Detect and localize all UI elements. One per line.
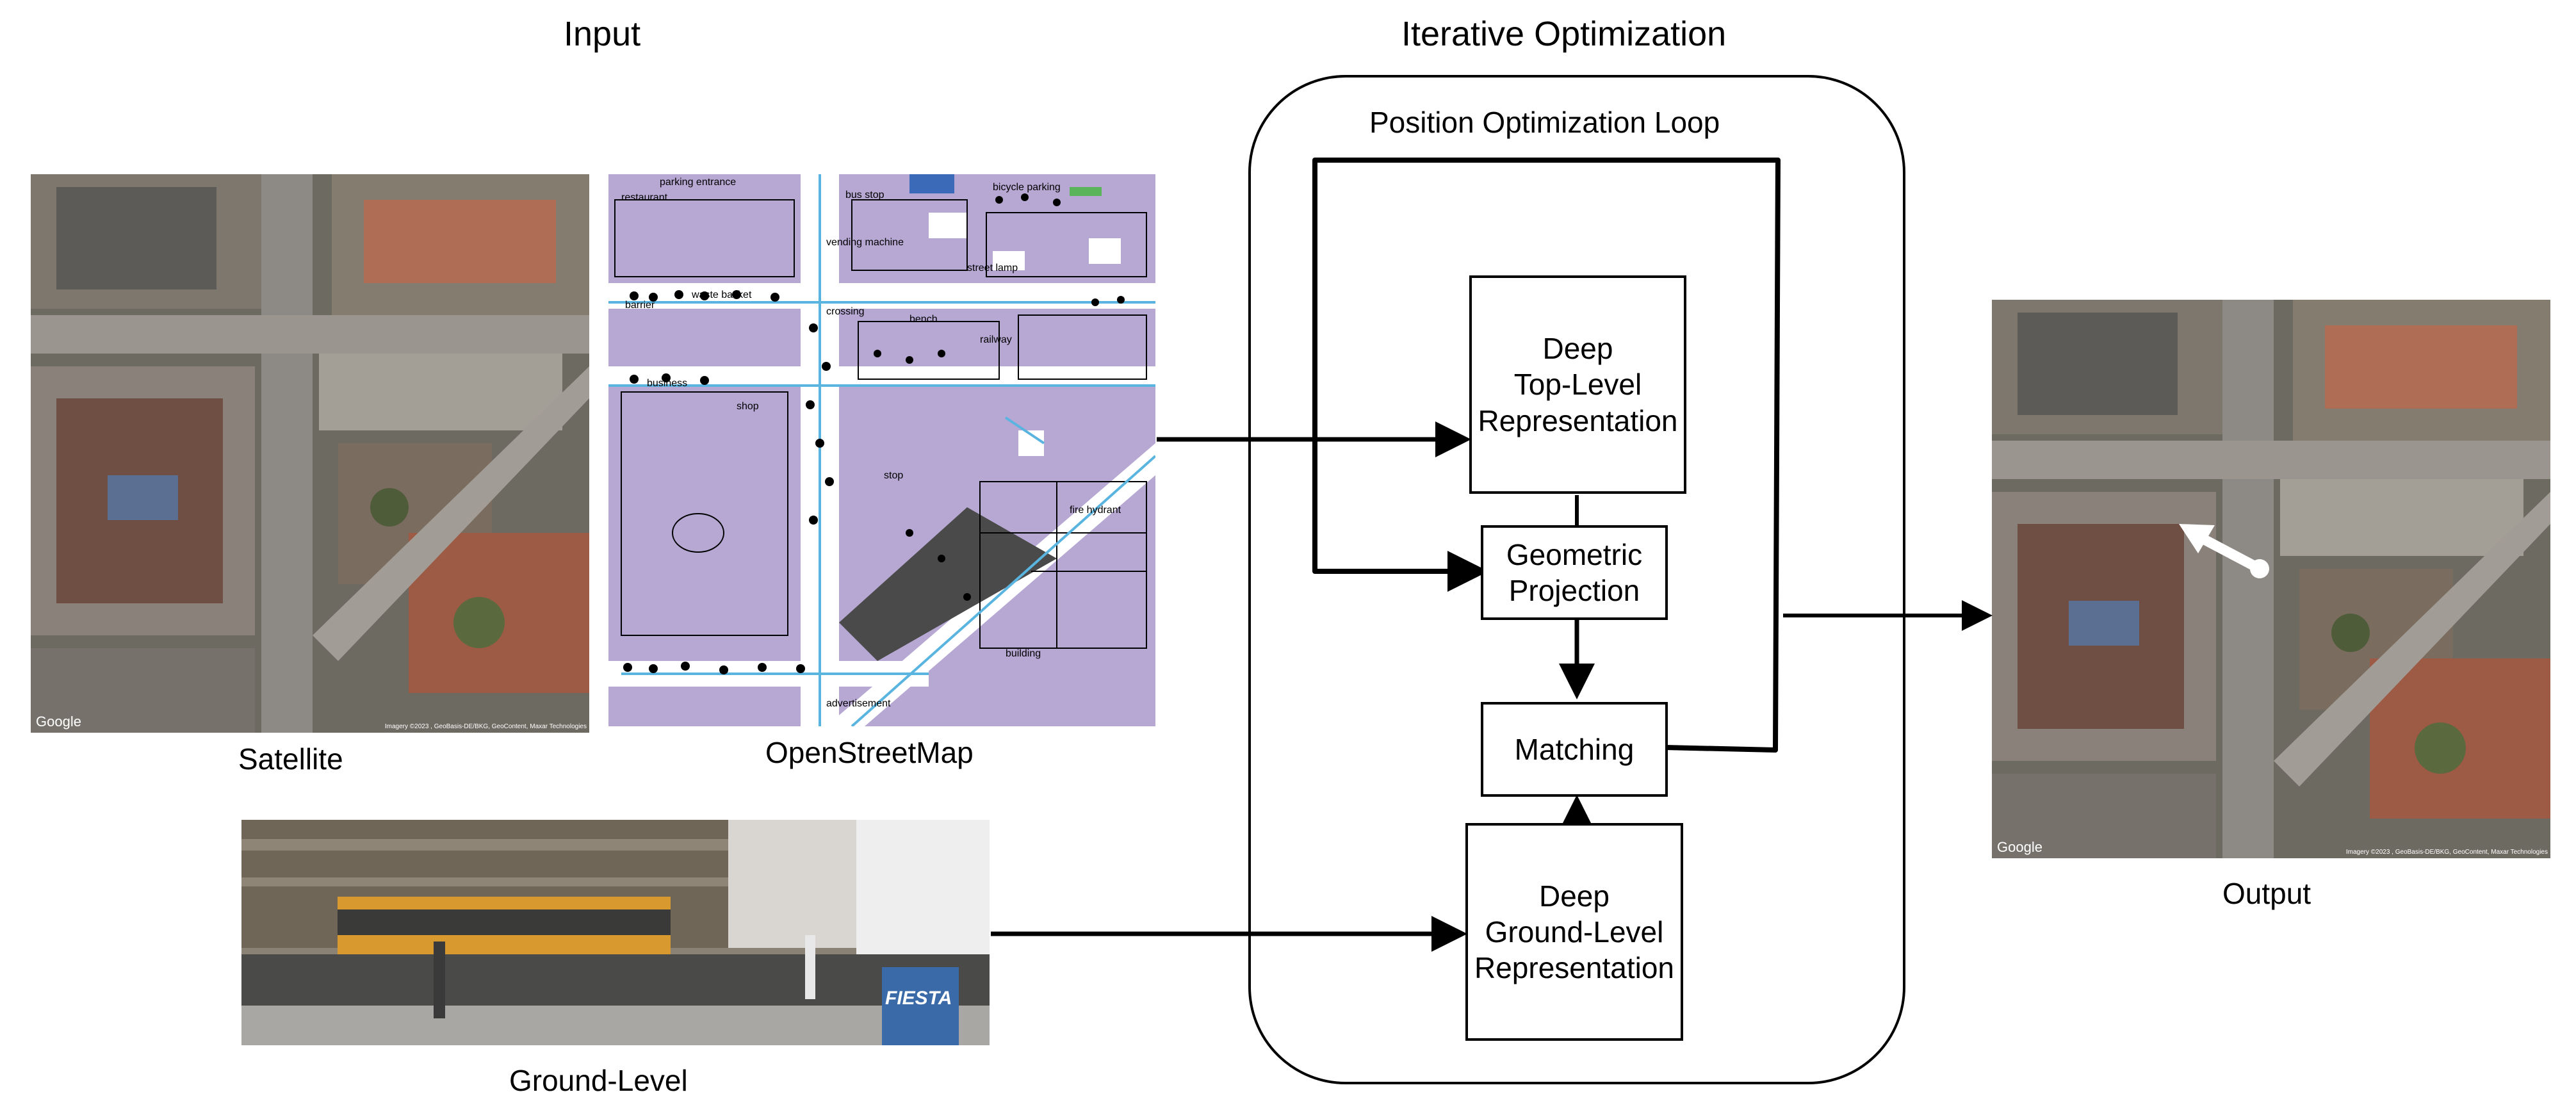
- ground-level-caption: Ground-Level: [509, 1064, 688, 1097]
- osm-label-barrier: barrier: [625, 300, 655, 311]
- ground-level-line-1: Deep: [1539, 879, 1610, 913]
- osm-label-advertisement: advertisement: [826, 698, 891, 709]
- input-title: Input: [564, 15, 641, 53]
- iterative-optimization-title: Iterative Optimization: [1401, 15, 1727, 53]
- position-optimization-loop-label: Position Optimization Loop: [1369, 106, 1720, 139]
- osm-label-crossing: crossing: [826, 306, 865, 317]
- osm-label-street-lamp: street lamp: [967, 263, 1018, 273]
- osm-label-railway: railway: [980, 334, 1012, 345]
- openstreetmap-caption: OpenStreetMap: [765, 736, 974, 769]
- osm-label-building: building: [1006, 648, 1041, 659]
- matching-label: Matching: [1514, 732, 1634, 766]
- osm-label-stop: stop: [884, 470, 904, 481]
- matching-box: Matching: [1481, 702, 1668, 797]
- deep-ground-level-representation-box: Deep Ground-Level Representation: [1465, 823, 1683, 1041]
- osm-label-waste-basket: waste basket: [692, 289, 752, 300]
- osm-label-business: business: [647, 378, 688, 389]
- osm-label-vending-machine: vending machine: [826, 237, 904, 248]
- output-imagery-attribution: Imagery ©2023 , GeoBasis-DE/BKG, GeoCont…: [2345, 849, 2548, 856]
- position-arrow: [2179, 524, 2269, 578]
- osm-label-restaurant: restaurant: [621, 192, 668, 203]
- geometric-line-2: Projection: [1508, 574, 1640, 607]
- osm-label-bench: bench: [909, 314, 938, 325]
- satellite-image: Google Imagery ©2023 , GeoBasis-DE/BKG, …: [31, 174, 589, 733]
- osm-label-bus-stop: bus stop: [845, 190, 884, 200]
- ground-sign-fiesta: FIESTA: [885, 988, 952, 1009]
- deep-top-level-representation-box: Deep Top-Level Representation: [1469, 275, 1686, 494]
- top-level-line-3: Representation: [1478, 404, 1678, 437]
- ground-level-line-3: Representation: [1474, 951, 1674, 985]
- optimization-loop-path: [1312, 158, 1781, 753]
- satellite-google-attribution: Google: [36, 713, 81, 730]
- top-level-line-2: Top-Level: [1513, 368, 1642, 402]
- output-caption: Output: [2222, 877, 2311, 910]
- top-level-line-1: Deep: [1542, 332, 1613, 366]
- geometric-line-1: Geometric: [1506, 537, 1643, 571]
- geometric-projection-box: Geometric Projection: [1481, 525, 1668, 620]
- ground-level-image: FIESTA: [241, 820, 990, 1045]
- iterative-optimization-frame: [1248, 75, 1905, 1084]
- openstreetmap-image: parking entrance bus stop bicycle parkin…: [608, 174, 1155, 726]
- ground-level-line-2: Ground-Level: [1485, 915, 1664, 949]
- satellite-imagery-attribution: Imagery ©2023 , GeoBasis-DE/BKG, GeoCont…: [384, 723, 587, 730]
- satellite-caption: Satellite: [238, 742, 343, 776]
- osm-label-fire-hydrant: fire hydrant: [1070, 505, 1121, 516]
- output-google-attribution: Google: [1997, 839, 2042, 855]
- osm-label-shop: shop: [737, 401, 759, 412]
- osm-label-parking-entrance: parking entrance: [660, 177, 737, 188]
- output-image: Google Imagery ©2023 , GeoBasis-DE/BKG, …: [1992, 300, 2550, 858]
- osm-label-bicycle-parking: bicycle parking: [993, 182, 1061, 193]
